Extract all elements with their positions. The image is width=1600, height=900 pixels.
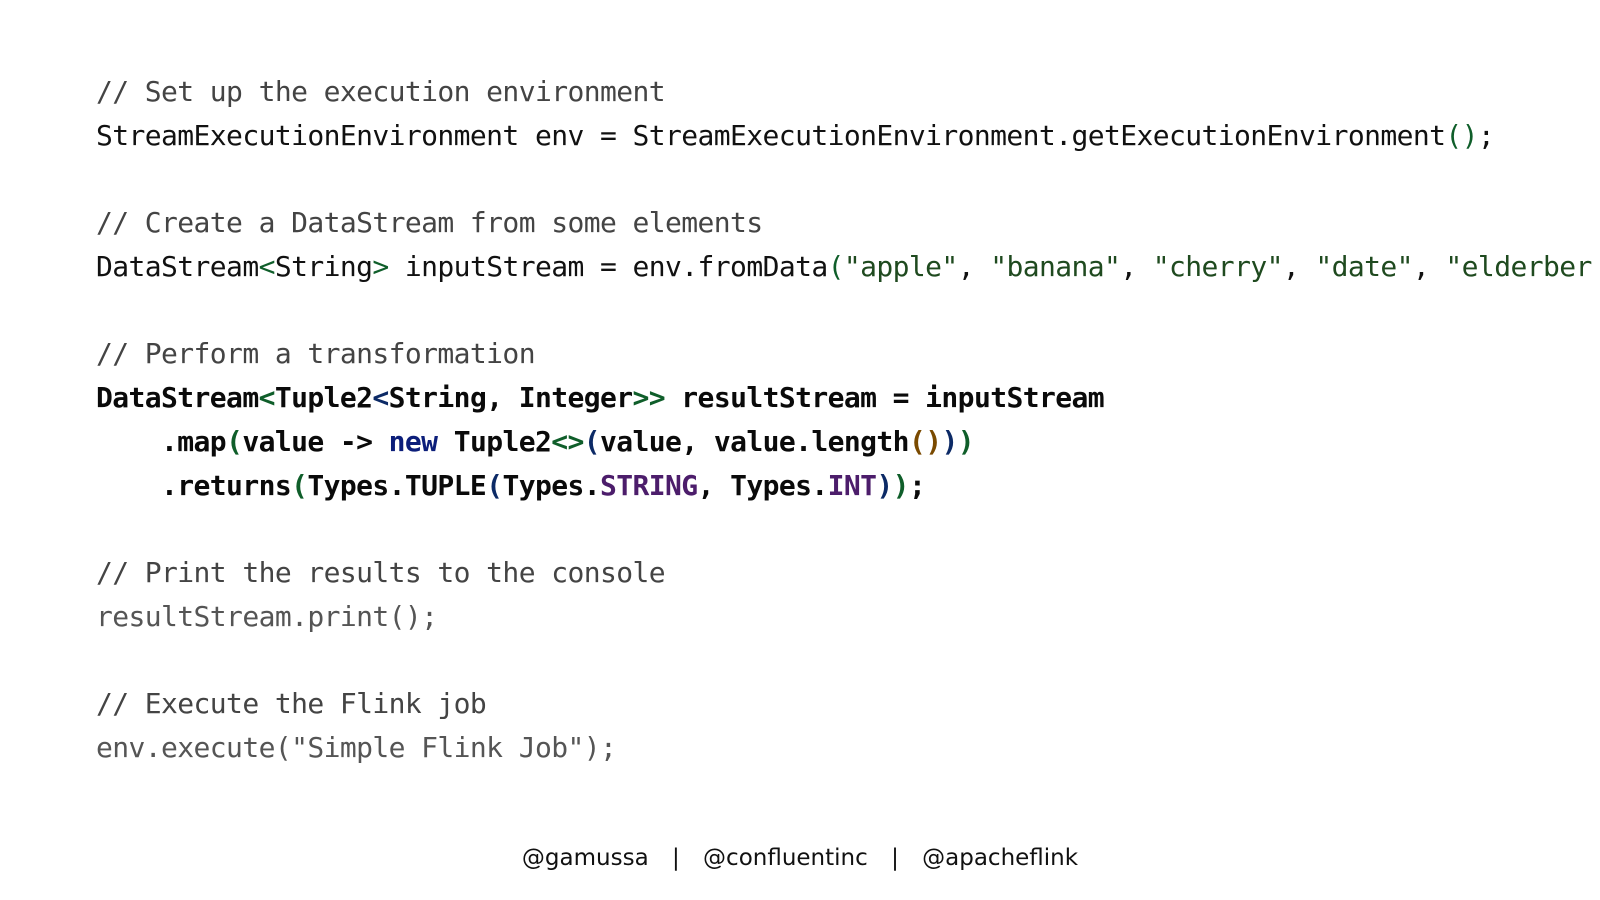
code-token: Tuple2 [437,425,552,458]
code-token: String [274,250,373,283]
code-token: ) [957,425,975,458]
code-token: Types.TUPLE [307,469,487,502]
code-token: DataStream [96,381,259,414]
code-token: ) [876,469,893,502]
string-literal: "date" [1315,250,1413,283]
code-token: () [1445,119,1478,152]
blank-line [96,158,1596,201]
code-token: .map [96,425,227,458]
footer-separator: | [891,845,899,871]
code-token: ( [827,250,845,283]
code-token: ( [583,425,601,458]
string-literal: "elderberry" [1445,250,1596,283]
string-literal: "cherry" [1152,250,1284,283]
constant-token: INT [827,469,877,502]
code-token: .returns [96,469,292,502]
code-comment: // Execute the Flink job [96,687,487,720]
code-token: () [908,425,942,458]
code-token: <> [551,425,584,458]
footer-handles: @gamussa | @confluentinc | @apacheflink [0,838,1600,878]
footer-handle-confluentinc: @confluentinc [703,845,868,871]
code-comment: // Set up the execution environment [96,75,666,108]
code-token: Types. [502,469,601,502]
code-token: , [1412,250,1446,283]
code-token: ; [1477,119,1495,152]
code-token: ) [892,469,910,502]
code-token: Tuple2 [274,381,373,414]
code-line: resultStream.print(); [96,600,438,633]
code-token: value -> [242,425,389,458]
code-line: DataStream<String> inputStream = env.fro… [96,245,1596,289]
code-token: ( [486,469,503,502]
code-token: String, Integer [388,381,633,414]
code-block: // Set up the execution environment Stre… [96,70,1596,770]
code-comment: // Create a DataStream from some element… [96,206,763,239]
footer-separator: | [671,845,680,871]
constant-token: STRING [600,469,698,502]
code-token: inputStream = env.fromData [388,250,828,283]
code-token: < [258,250,276,283]
code-token: value, value.length [600,425,910,458]
code-token: >> [632,381,666,414]
footer-handle-apacheflink: @apacheflink [922,845,1079,871]
keyword-new: new [388,425,438,458]
code-comment: // Perform a transformation [96,337,536,370]
code-token: , [957,250,991,283]
code-token: , Types. [697,469,829,502]
blank-line [96,289,1596,332]
code-line-highlighted: .map(value -> new Tuple2<>(value, value.… [96,420,1596,464]
code-token: > [372,250,389,283]
code-line-highlighted: DataStream<Tuple2<String, Integer>> resu… [96,376,1596,420]
code-line: env.execute("Simple Flink Job"); [96,731,617,764]
string-literal: "banana" [990,250,1121,283]
code-token: < [258,381,276,414]
code-token: < [372,381,389,414]
code-token: resultStream = inputStream [665,381,1104,414]
code-token: ( [226,425,243,458]
code-token: ( [291,469,308,502]
code-token: StreamExecutionEnvironment env = StreamE… [96,119,1446,152]
code-token: , [1120,250,1153,283]
string-literal: "apple" [843,250,958,283]
code-comment: // Print the results to the console [96,556,666,589]
blank-line [96,508,1596,551]
blank-line [96,639,1596,682]
code-line: StreamExecutionEnvironment env = StreamE… [96,114,1596,158]
code-line-highlighted: .returns(Types.TUPLE(Types.STRING, Types… [96,464,1596,508]
code-token: ) [941,425,958,458]
code-token: DataStream [96,250,259,283]
code-token: , [1282,250,1316,283]
footer-handle-gamussa: @gamussa [521,845,649,871]
code-token: ; [908,469,926,502]
